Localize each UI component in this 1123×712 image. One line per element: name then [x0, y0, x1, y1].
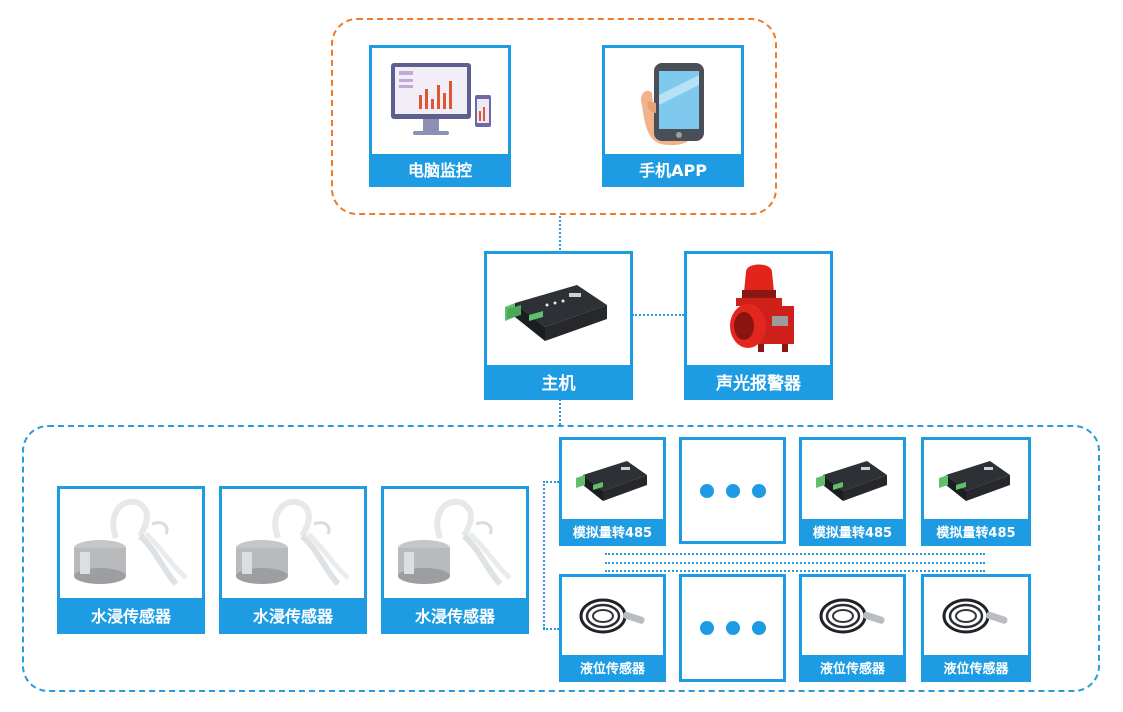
host-card[interactable]: 主机 [484, 251, 633, 400]
connector-top-to-host [559, 216, 561, 250]
alarm-label: 声光报警器 [687, 365, 830, 397]
connector-host-to-alarm [632, 314, 684, 316]
water-sensor-label: 水浸传感器 [222, 598, 364, 631]
level-sensor-card[interactable]: 液位传感器 [799, 574, 906, 682]
water-sensor-label: 水浸传感器 [384, 598, 526, 631]
level-probe-icon [942, 598, 1008, 634]
converter-icon [939, 460, 1010, 501]
more-dots-icon [682, 440, 783, 541]
mobile-app-label: 手机APP [605, 154, 741, 184]
more-converters-card [679, 437, 786, 544]
pc-monitor-card[interactable]: 电脑监控 [369, 45, 511, 187]
connector-bus-3 [605, 570, 985, 572]
converter-icon [815, 460, 887, 501]
connector-bus-1 [605, 553, 985, 555]
connector-host-to-bottom [559, 399, 561, 425]
level-sensor-label: 液位传感器 [924, 655, 1028, 679]
top-group-frame [331, 18, 777, 215]
level-sensor-label: 液位传感器 [802, 655, 903, 679]
water-sensor-card[interactable]: 水浸传感器 [219, 486, 367, 634]
water-sensor-icon [398, 498, 512, 586]
alarm-siren-icon [729, 264, 794, 352]
more-dots-icon [682, 577, 783, 679]
connector-bus-2 [605, 562, 985, 564]
level-sensor-card[interactable]: 液位传感器 [921, 574, 1031, 682]
mobile-app-card[interactable]: 手机APP [602, 45, 744, 187]
more-level-sensors-card [679, 574, 786, 682]
phone-icon [640, 63, 704, 146]
water-sensor-label: 水浸传感器 [60, 598, 202, 631]
monitor-icon [391, 63, 491, 135]
alarm-card[interactable]: 声光报警器 [684, 251, 833, 400]
converter-label: 模拟量转485 [562, 519, 663, 543]
converter-label: 模拟量转485 [802, 519, 903, 543]
connector-to-level [543, 628, 559, 630]
water-sensor-card[interactable]: 水浸传感器 [381, 486, 529, 634]
level-sensor-card[interactable]: 液位传感器 [559, 574, 666, 682]
water-sensor-icon [236, 498, 350, 586]
connector-to-converter [543, 481, 559, 483]
converter-label: 模拟量转485 [924, 519, 1028, 543]
converter-card[interactable]: 模拟量转485 [559, 437, 666, 546]
level-sensor-label: 液位传感器 [562, 655, 663, 679]
bottom-group-frame [22, 425, 1100, 692]
host-label: 主机 [487, 365, 630, 397]
water-sensor-card[interactable]: 水浸传感器 [57, 486, 205, 634]
connector-sensors-vertical [543, 481, 545, 629]
level-probe-icon [579, 598, 645, 634]
pc-monitor-label: 电脑监控 [372, 154, 508, 184]
converter-card[interactable]: 模拟量转485 [921, 437, 1031, 546]
level-probe-icon [819, 598, 885, 634]
water-sensor-icon [74, 498, 188, 586]
converter-icon [575, 460, 647, 501]
controller-icon [504, 284, 607, 341]
converter-card[interactable]: 模拟量转485 [799, 437, 906, 546]
